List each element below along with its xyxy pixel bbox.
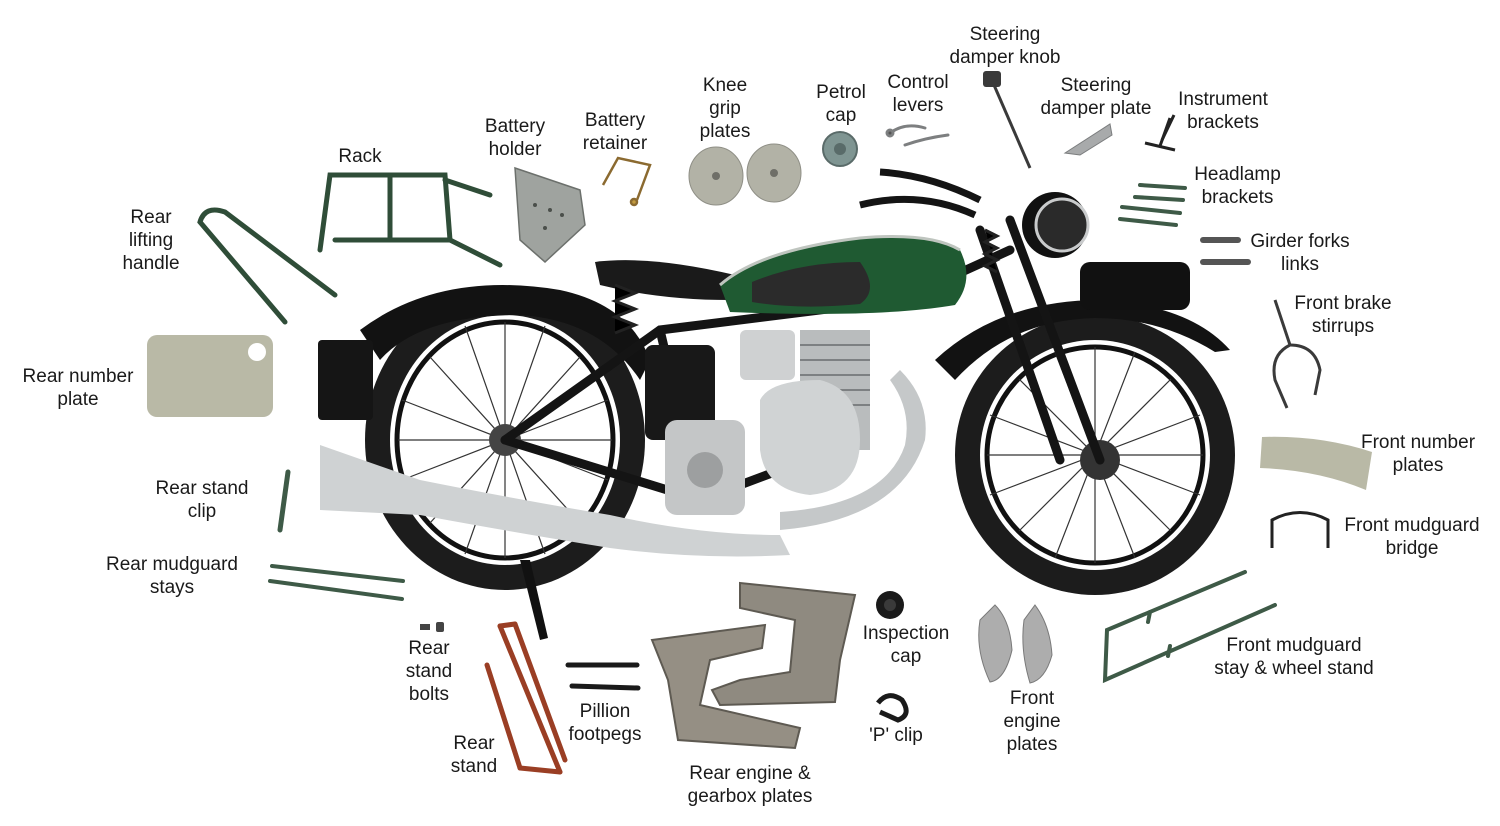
front-mudguard-bridge-icon	[1270, 511, 1330, 548]
label-front-mudguard-stay: Front mudguard stay & wheel stand	[1214, 635, 1374, 679]
rear-lifting-handle-icon	[197, 207, 338, 325]
girder-forks-links-icon	[1200, 237, 1251, 265]
battery-holder-icon	[514, 166, 586, 264]
label-pillion-footpegs: Pillion footpegs	[568, 701, 642, 745]
label-rack: Rack	[338, 146, 382, 167]
rear-number-plate-icon	[147, 335, 273, 417]
front-engine-plates-icon	[978, 604, 1053, 684]
label-headlamp-brackets: Headlamp brackets	[1194, 164, 1281, 208]
front-number-plates-icon	[1260, 436, 1372, 490]
battery-retainer-icon	[601, 156, 652, 207]
front-mudguard-stay-icon	[1102, 570, 1277, 684]
label-girder-forks-links: Girder forks links	[1250, 231, 1350, 275]
label-inspection-cap: Inspection cap	[862, 623, 950, 667]
rear-stand-icon	[484, 621, 568, 775]
label-rear-stand: Rear stand	[450, 733, 498, 777]
label-front-brake-stirrups: Front brake stirrups	[1294, 293, 1392, 337]
label-p-clip: 'P' clip	[869, 725, 923, 746]
label-instrument-brackets: Instrument brackets	[1178, 89, 1268, 133]
label-front-number-plates: Front number plates	[1360, 432, 1476, 476]
label-rear-mudguard-stays: Rear mudguard stays	[105, 554, 239, 598]
rear-engine-gearbox-plates-icon	[650, 581, 857, 750]
label-steering-damper-plate: Steering damper plate	[1040, 75, 1152, 119]
steering-damper-knob-icon	[983, 71, 1032, 169]
front-brake-stirrups-icon	[1272, 299, 1322, 409]
label-front-mudguard-bridge: Front mudguard bridge	[1344, 515, 1480, 559]
label-rear-lifting-handle: Rear lifting handle	[122, 207, 180, 274]
steering-damper-plate-icon	[1063, 123, 1113, 156]
engine-icon	[665, 330, 870, 515]
label-petrol-cap: Petrol cap	[816, 82, 866, 126]
rear-mudguard-stays-icon	[268, 564, 405, 601]
rack-icon	[317, 172, 503, 268]
label-steering-damper-knob: Steering damper knob	[949, 24, 1061, 68]
label-knee-grip-plates: Knee grip plates	[699, 75, 751, 142]
p-clip-icon	[876, 693, 909, 723]
label-rear-stand-clip: Rear stand clip	[155, 478, 249, 522]
pillion-footpegs-icon	[565, 662, 641, 691]
headlamp-brackets-icon	[1118, 183, 1187, 227]
label-rear-number-plate: Rear number plate	[22, 366, 134, 410]
label-control-levers: Control levers	[887, 72, 949, 116]
petrol-cap-icon	[822, 131, 858, 167]
label-battery-retainer: Battery retainer	[582, 110, 648, 154]
motorcycle-icon	[318, 168, 1235, 640]
inspection-cap-icon	[876, 591, 904, 619]
label-battery-holder: Battery holder	[484, 116, 546, 160]
label-rear-engine-gearbox-plates: Rear engine & gearbox plates	[687, 763, 813, 807]
label-front-engine-plates: Front engine plates	[1003, 688, 1061, 755]
rear-stand-bolts-icon	[420, 622, 444, 632]
knee-grip-plate-icon	[688, 143, 802, 206]
control-levers-icon	[885, 124, 950, 147]
instrument-brackets-icon	[1144, 114, 1176, 152]
rear-stand-clip-icon	[277, 469, 291, 533]
label-rear-stand-bolts: Rear stand bolts	[405, 638, 453, 705]
